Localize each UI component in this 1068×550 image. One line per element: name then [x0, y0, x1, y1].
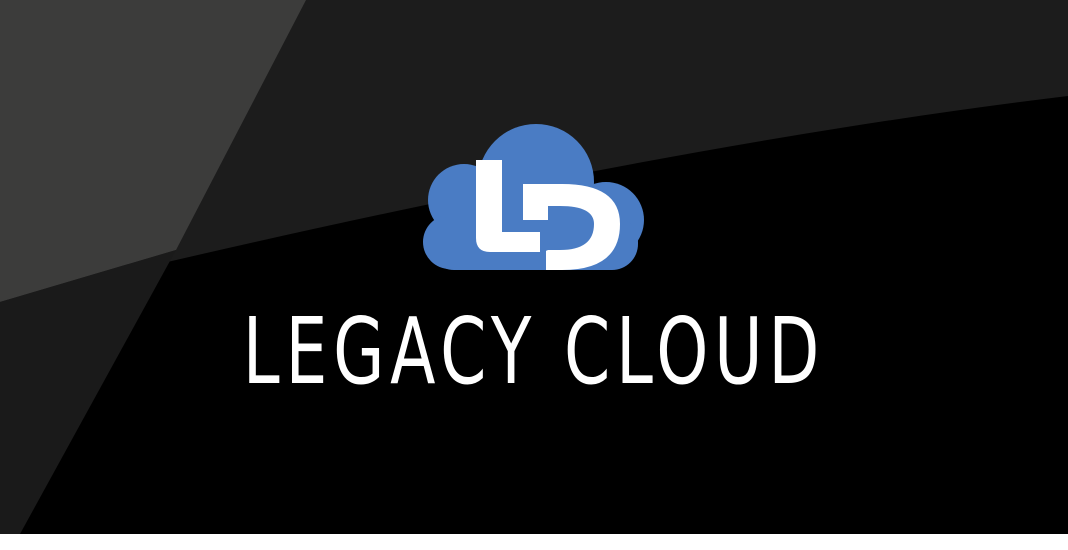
- bottom-margin: [0, 534, 1068, 550]
- cloud-ld-logo-icon: [423, 124, 644, 270]
- ld-monogram: [476, 160, 620, 270]
- hero-banner: LEGACY CLOUD: [0, 0, 1068, 534]
- background-lower-shard: [0, 250, 176, 534]
- background-left-shard: [0, 0, 306, 302]
- brand-wordmark: LEGACY CLOUD: [242, 298, 826, 405]
